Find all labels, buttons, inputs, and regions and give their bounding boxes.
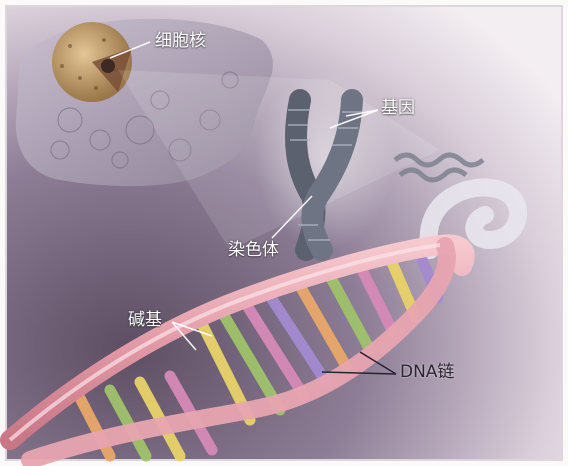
gene-label: 基因 — [381, 100, 415, 117]
dna-strand-label: DNA链 — [400, 364, 454, 381]
chromosome-label: 染色体 — [228, 242, 279, 259]
base-label: 碱基 — [128, 312, 162, 329]
nucleus-label: 细胞核 — [155, 33, 206, 50]
